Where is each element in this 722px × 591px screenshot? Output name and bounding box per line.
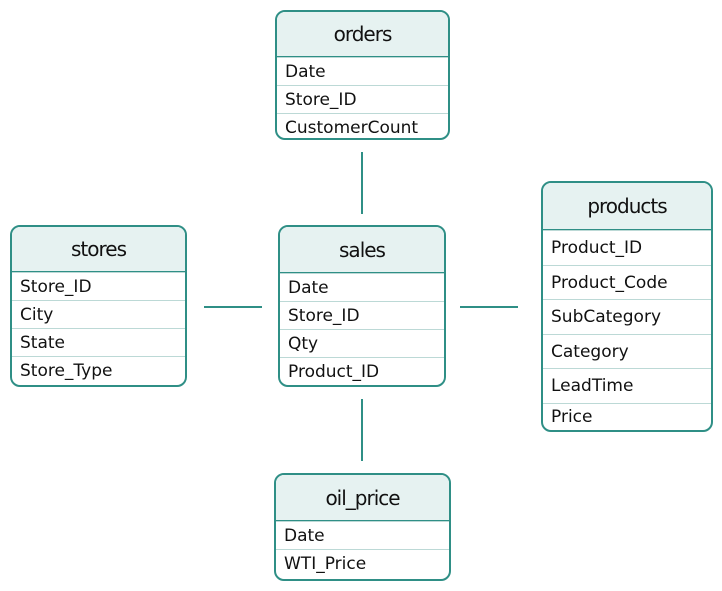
field-row: Qty	[280, 329, 444, 357]
field-row: State	[12, 328, 185, 356]
entity-orders[interactable]: orders Date Store_ID CustomerCount	[275, 10, 450, 140]
entity-title: stores	[12, 227, 185, 272]
entity-products[interactable]: products Product_ID Product_Code SubCate…	[541, 181, 713, 432]
field-row: Store_ID	[277, 85, 448, 113]
field-row: CustomerCount	[277, 113, 448, 138]
field-row: Store_ID	[12, 272, 185, 300]
field-row: Store_ID	[280, 301, 444, 329]
field-row: Product_Code	[543, 264, 711, 300]
field-row: Date	[280, 273, 444, 301]
field-row: Date	[277, 57, 448, 85]
field-row: Product_ID	[280, 357, 444, 385]
field-row: Category	[543, 333, 711, 369]
field-row: Date	[276, 521, 449, 549]
entity-sales[interactable]: sales Date Store_ID Qty Product_ID	[278, 225, 446, 387]
field-row: Price	[543, 402, 711, 429]
field-row: City	[12, 300, 185, 328]
field-row: WTI_Price	[276, 549, 449, 577]
entity-stores[interactable]: stores Store_ID City State Store_Type	[10, 225, 187, 387]
entity-title: oil_price	[276, 475, 449, 521]
entity-title: products	[543, 183, 711, 230]
field-row: LeadTime	[543, 368, 711, 403]
field-row: SubCategory	[543, 299, 711, 334]
entity-title: sales	[280, 227, 444, 273]
field-row: Store_Type	[12, 356, 185, 384]
entity-oil-price[interactable]: oil_price Date WTI_Price	[274, 473, 451, 581]
field-row: Product_ID	[543, 230, 711, 265]
entity-title: orders	[277, 12, 448, 57]
